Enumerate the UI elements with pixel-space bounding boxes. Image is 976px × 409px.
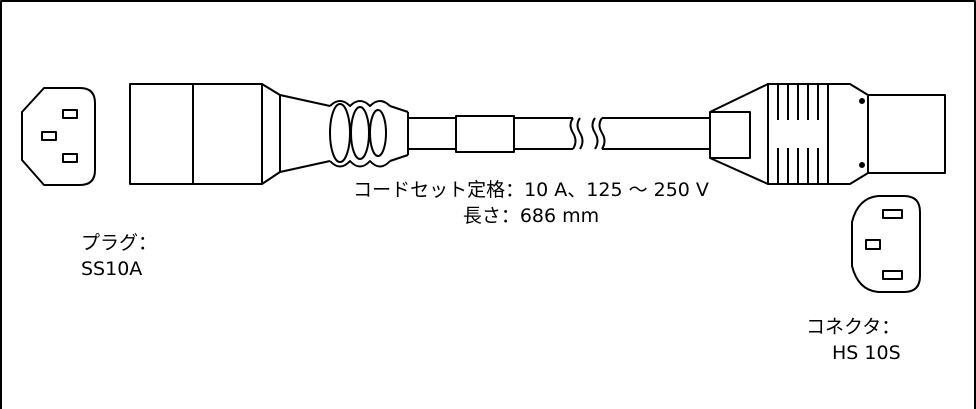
plug-label: プラグ： [81, 232, 158, 254]
connector-model: HS 10S [832, 342, 901, 364]
plug-face-icon [21, 87, 96, 186]
cable-left [408, 115, 584, 153]
plug-body [129, 83, 409, 185]
connector-label: コネクタ： [806, 316, 901, 338]
plug-model: SS10A [81, 258, 143, 280]
cord-rating-label: コードセット定格：10 A、125 ～ 250 V [353, 179, 709, 201]
connector-body [709, 83, 946, 185]
cable-right [591, 117, 710, 150]
connector-face-icon [851, 195, 921, 293]
cord-length-label: 長さ：686 mm [462, 205, 600, 227]
